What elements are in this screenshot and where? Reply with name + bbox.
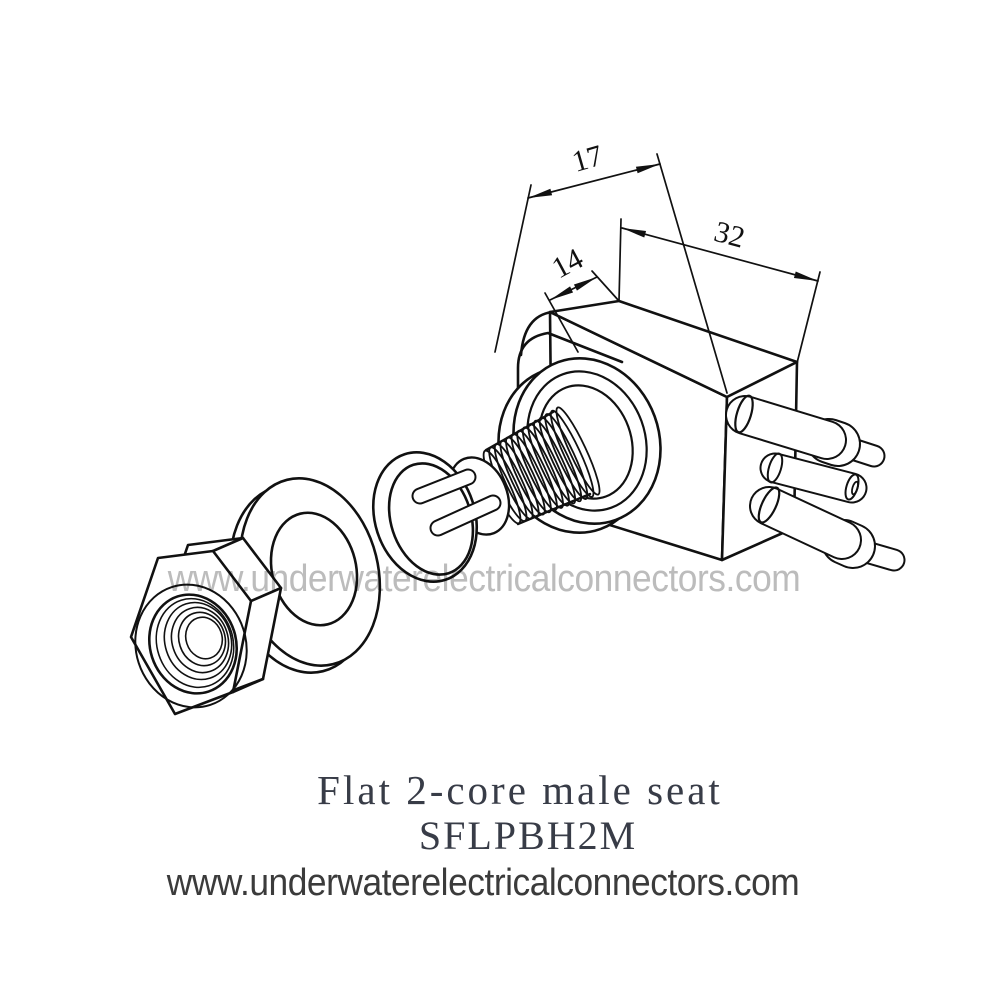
dim17-ext-left <box>494 184 532 353</box>
dimensions <box>494 153 821 394</box>
dimension-32 <box>618 218 821 364</box>
nut-bore <box>147 593 239 695</box>
terminal-pin-top <box>725 394 886 468</box>
dimension-14 <box>544 270 620 353</box>
body-corner-fillet-edge <box>519 310 554 357</box>
dim32-ext-left <box>618 218 622 302</box>
terminal-pin-bottom <box>749 486 906 572</box>
dim14-ext-right <box>591 270 620 302</box>
terminal-tube-middle <box>759 452 868 504</box>
nut-internal-threads <box>155 597 235 689</box>
body-corner-fillet <box>516 331 624 414</box>
contact-disc <box>371 451 502 583</box>
terminal-pins <box>725 394 906 572</box>
dim17-line <box>527 163 661 199</box>
male-contact-pins <box>411 468 502 537</box>
dim14-ext-left <box>544 292 579 353</box>
tube-bore-hole <box>851 480 859 496</box>
dim32-value: 32 <box>711 215 749 255</box>
website-url: www.underwaterelectricalconnectors.com <box>166 862 800 904</box>
hex-nut <box>129 536 283 716</box>
dim32-ext-right <box>796 271 821 364</box>
product-model: SFLPBH2M <box>418 813 638 858</box>
dim14-line <box>549 276 598 301</box>
dim14-value: 14 <box>547 242 589 285</box>
watermark-text: www.underwaterelectricalconnectors.com <box>167 558 801 600</box>
product-title: Flat 2-core male seat <box>317 767 723 813</box>
nut-chamfer <box>134 583 248 709</box>
dim32-line <box>621 227 819 282</box>
dim17-value: 17 <box>568 139 606 179</box>
